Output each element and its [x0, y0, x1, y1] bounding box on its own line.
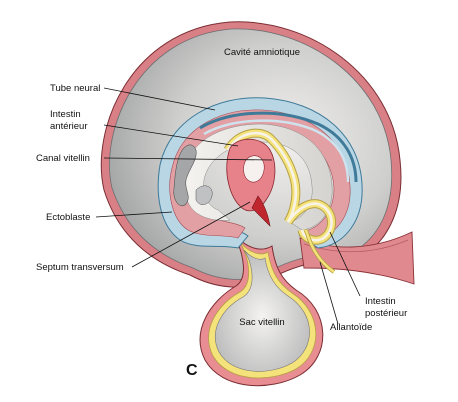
leader-septum — [131, 201, 251, 268]
label-canal-vitellin: Canal vitellin — [36, 153, 90, 164]
gut-tube — [224, 128, 337, 245]
leader-intestin-anterieur — [103, 124, 239, 147]
leader-tube-neural — [103, 87, 216, 111]
label-ectoblaste: Ectoblaste — [46, 212, 90, 223]
label-intestin-anterieur-1: Intestin — [50, 109, 81, 120]
label-intestin-posterieur-2: postérieur — [365, 308, 407, 319]
neural-tube — [199, 111, 358, 183]
allantois — [304, 229, 336, 274]
panel-letter: C — [186, 362, 198, 379]
label-intestin-anterieur-2: antérieur — [50, 121, 88, 132]
leader-allantoide — [319, 261, 339, 325]
heart-region — [226, 138, 276, 227]
yolk-sac — [199, 235, 324, 387]
leader-canal-vitellin — [103, 157, 273, 161]
label-septum-transversum: Septum transversum — [36, 262, 124, 273]
label-intestin-posterieur-1: Intestin — [365, 296, 396, 307]
label-cavite-amniotique: Cavité amniotique — [224, 47, 300, 58]
leader-intestin-posterieur — [329, 231, 361, 297]
label-sac-vitellin: Sac vitellin — [239, 317, 284, 328]
leader-lines — [95, 87, 361, 325]
leader-ectoblaste — [95, 211, 173, 218]
label-tube-neural: Tube neural — [50, 83, 100, 94]
label-allantoide: Allantoïde — [330, 322, 372, 333]
